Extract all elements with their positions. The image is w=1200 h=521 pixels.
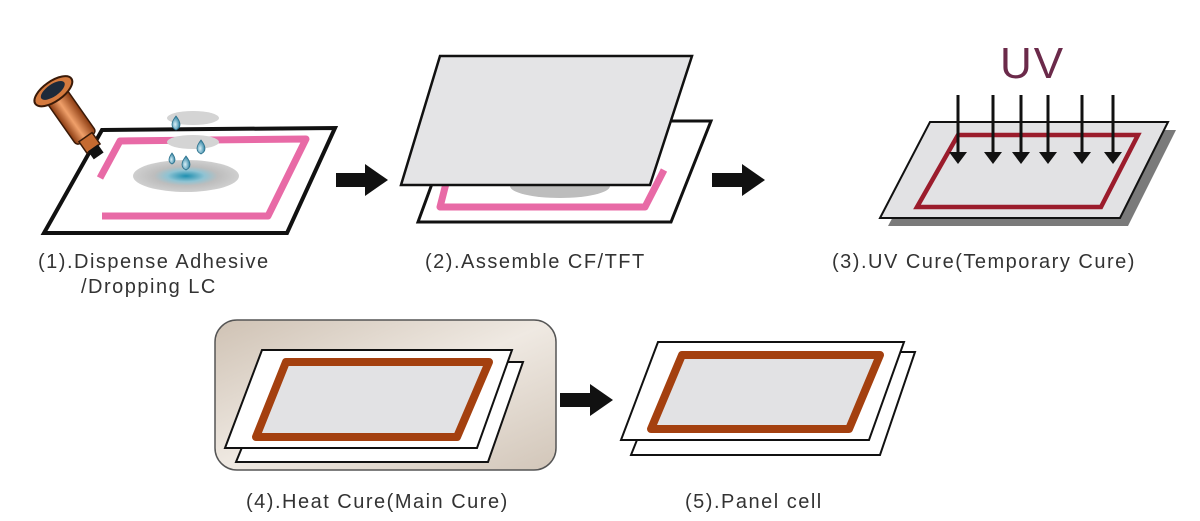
step2-label: (2).Assemble CF/TFT (425, 251, 646, 273)
lc-drops-icon (168, 115, 206, 171)
step1-substrate (40, 111, 339, 235)
step2-assembly (399, 54, 714, 224)
step4-label: (4).Heat Cure(Main Cure) (246, 491, 509, 513)
uv-label: UV (1000, 39, 1066, 88)
lc-pool (133, 160, 239, 192)
arrow-step1-to-step2 (336, 164, 388, 196)
cf-glass-sheet (399, 54, 694, 187)
arrow-step2-to-step3 (712, 164, 765, 196)
step1-label-line1: (1).Dispense Adhesive (38, 251, 270, 273)
step5-panel-cell (619, 341, 917, 456)
adhesive-seal-line (96, 135, 310, 220)
step3-label: (3).UV Cure(Temporary Cure) (832, 251, 1136, 273)
arrow-step4-to-step5 (560, 384, 613, 416)
step1-label-line2: /Dropping LC (81, 276, 217, 298)
step5-label: (5).Panel cell (685, 491, 823, 513)
uv-light-arrows-icon (949, 95, 1122, 164)
step4-heat-cure (214, 319, 557, 471)
syringe-dispenser-icon (33, 75, 104, 160)
step3-uv-cure (878, 95, 1176, 226)
